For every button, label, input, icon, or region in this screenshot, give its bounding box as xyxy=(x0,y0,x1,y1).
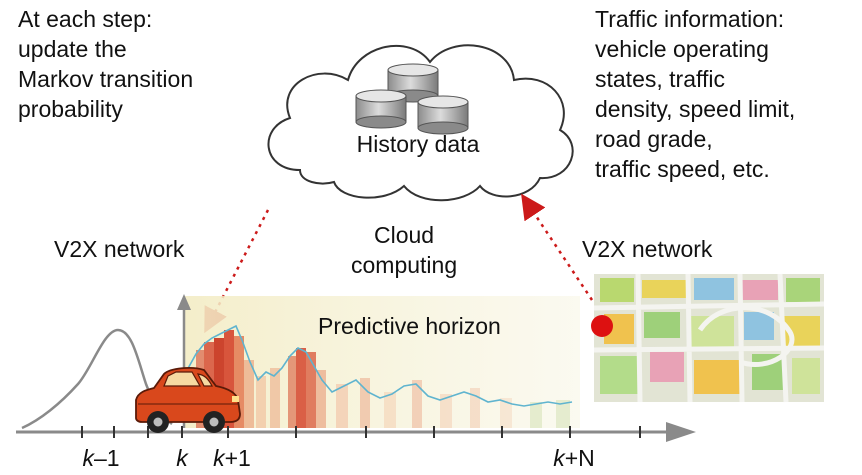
predictive-horizon-label: Predictive horizon xyxy=(318,313,501,339)
history-data-label: History data xyxy=(357,131,480,157)
city-road-map-image xyxy=(591,273,825,403)
v2x-network-label-left: V2X network xyxy=(54,236,185,262)
database-icon xyxy=(355,89,407,129)
tick-label-k-plus-n: k+N xyxy=(553,445,595,471)
tick-label-k-minus-1: k–1 xyxy=(82,445,119,471)
tick-label-k: k xyxy=(176,445,189,471)
markov-update-note: At each step: update the Markov transiti… xyxy=(18,6,194,122)
time-axis-arrowhead xyxy=(666,422,696,442)
vehicle-car-icon xyxy=(135,367,241,433)
vehicle-location-marker xyxy=(591,315,613,337)
uplink-arrow xyxy=(521,193,594,301)
speed-trace-line xyxy=(185,324,573,407)
axis-ticks xyxy=(81,426,641,438)
tick-label-k-plus-1: k+1 xyxy=(213,445,251,471)
vertical-axis-arrowhead xyxy=(177,294,191,310)
database-icon xyxy=(417,95,469,135)
database-icon xyxy=(387,63,439,103)
history-data-cloud: History data xyxy=(267,44,574,202)
cloud-computing-label: Cloud computing xyxy=(351,222,458,278)
traffic-information-note: Traffic information: vehicle operating s… xyxy=(595,6,796,182)
v2x-network-label-right: V2X network xyxy=(582,236,713,262)
